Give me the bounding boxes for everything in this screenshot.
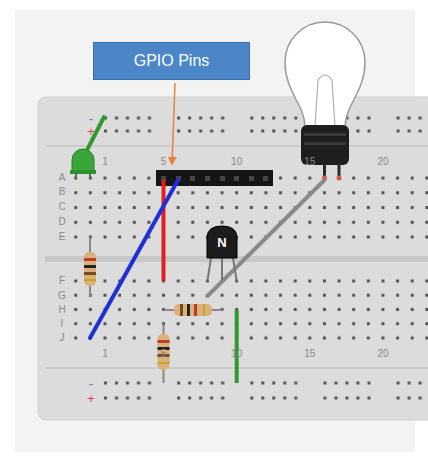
terminal-holes — [69, 274, 428, 345]
red-wire — [162, 180, 166, 281]
column-number: 20 — [377, 349, 388, 359]
rail-sign: + — [87, 125, 95, 138]
callout-box: GPIO Pins — [93, 42, 250, 80]
column-number: 10 — [231, 349, 242, 359]
gray-wire — [207, 180, 324, 296]
green-wire — [235, 310, 239, 383]
transistor-legs — [207, 258, 236, 281]
column-number: 15 — [304, 349, 315, 359]
breadboard-body — [38, 97, 428, 420]
column-number: 1 — [102, 349, 108, 359]
column-number: 5 — [161, 349, 167, 359]
column-number: 10 — [231, 157, 242, 167]
row-letter: C — [58, 202, 65, 212]
rail-sign: + — [87, 392, 95, 405]
column-number: 20 — [377, 157, 388, 167]
rail-sign: - — [89, 112, 93, 125]
led — [70, 117, 104, 178]
row-letter: F — [59, 276, 65, 286]
terminal-holes — [69, 171, 428, 245]
column-number: 15 — [304, 157, 315, 167]
row-letter: E — [59, 232, 66, 242]
column-number: 5 — [161, 157, 167, 167]
transistor-outline — [207, 226, 237, 258]
blue-wire — [90, 180, 178, 338]
row-letter: G — [58, 291, 66, 301]
callout-label: GPIO Pins — [134, 52, 210, 70]
row-letter: H — [58, 305, 65, 315]
row-letter: D — [58, 217, 65, 227]
row-letter: A — [59, 173, 66, 183]
resistor-symbol — [84, 237, 96, 296]
resistor-symbol — [164, 304, 223, 316]
gpio-header — [156, 170, 273, 186]
transistor-body: N — [204, 224, 240, 260]
row-letter: B — [59, 187, 66, 197]
row-letter: J — [60, 333, 65, 343]
row-letter: I — [61, 319, 64, 329]
light-bulb — [285, 22, 365, 181]
callout-arrow — [172, 83, 175, 164]
power-rail-holes — [100, 112, 428, 138]
transistor-type: N — [217, 235, 226, 250]
resistor-symbol — [158, 324, 170, 383]
column-number: 1 — [102, 157, 108, 167]
power-rail-holes — [100, 376, 428, 406]
rail-sign: - — [89, 377, 93, 390]
